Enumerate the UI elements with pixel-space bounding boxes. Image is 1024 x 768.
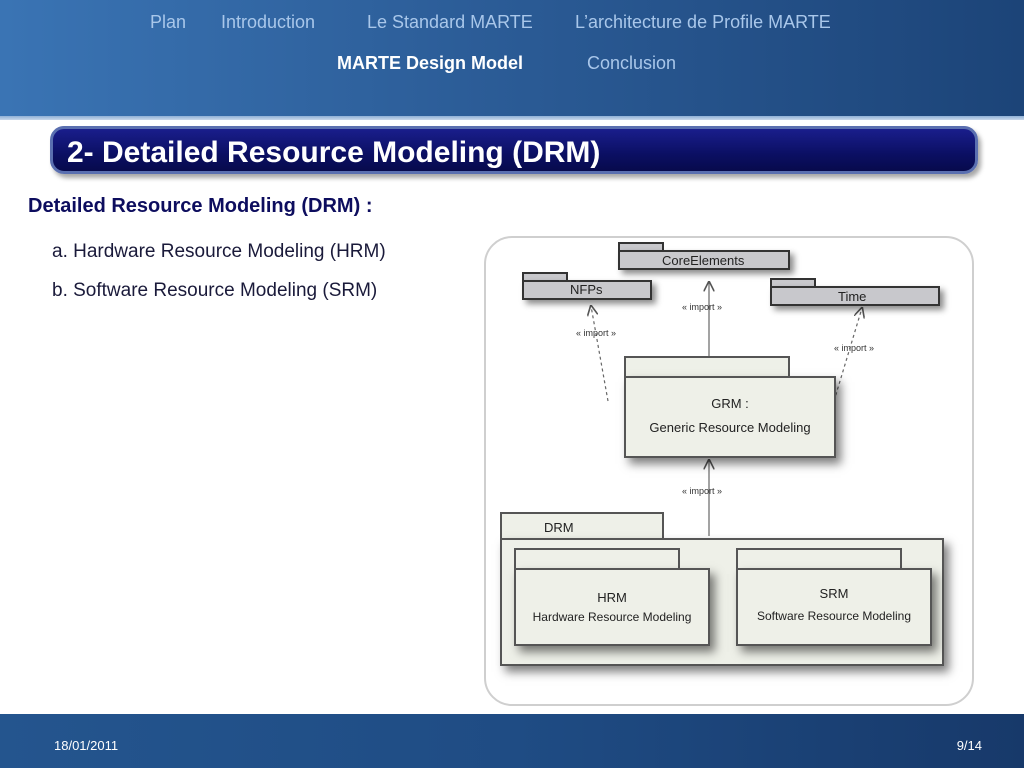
package-drm-label: DRM (544, 520, 574, 535)
package-nfps-label: NFPs (570, 282, 603, 297)
import-label-drm: « import » (682, 486, 723, 496)
slide-title-banner: 2- Detailed Resource Modeling (DRM) (50, 126, 978, 174)
package-srm-subtitle: Software Resource Modeling (756, 609, 912, 623)
nav-item-plan[interactable]: Plan (150, 12, 187, 32)
package-hrm-subtitle: Hardware Resource Modeling (532, 610, 692, 624)
header-bar: Plan Introduction Le Standard MARTE L’ar… (0, 0, 1024, 120)
section-heading: Detailed Resource Modeling (DRM) : (28, 195, 373, 217)
footer-date: 18/01/2011 (54, 738, 119, 753)
package-grm-title: GRM : (711, 396, 749, 411)
footer-bar: 18/01/2011 9/14 (0, 714, 1024, 768)
nav-item-design-model[interactable]: MARTE Design Model (337, 53, 524, 73)
bullet-hrm: a. Hardware Resource Modeling (HRM) (52, 241, 386, 262)
package-core-elements-label: CoreElements (662, 253, 745, 268)
nav-item-architecture[interactable]: L’architecture de Profile MARTE (575, 12, 831, 32)
package-time-label: Time (838, 289, 867, 304)
package-grm-subtitle: Generic Resource Modeling (649, 420, 811, 435)
package-hrm-title: HRM (597, 590, 627, 605)
import-label-nfps: « import » (576, 328, 617, 338)
nav-item-introduction[interactable]: Introduction (221, 12, 316, 32)
bullet-srm: b. Software Resource Modeling (SRM) (52, 280, 378, 301)
import-label-core: « import » (682, 302, 723, 312)
import-connectors (486, 238, 976, 536)
nav-item-standard-marte[interactable]: Le Standard MARTE (367, 12, 533, 32)
package-srm-title: SRM (819, 586, 849, 601)
import-label-time: « import » (834, 343, 875, 353)
slide-title: 2- Detailed Resource Modeling (DRM) (67, 136, 601, 169)
drm-package-diagram: « import » « import » « import » « impor… (484, 236, 974, 706)
nav-item-conclusion[interactable]: Conclusion (587, 53, 677, 73)
footer-page-number: 9/14 (956, 738, 982, 753)
